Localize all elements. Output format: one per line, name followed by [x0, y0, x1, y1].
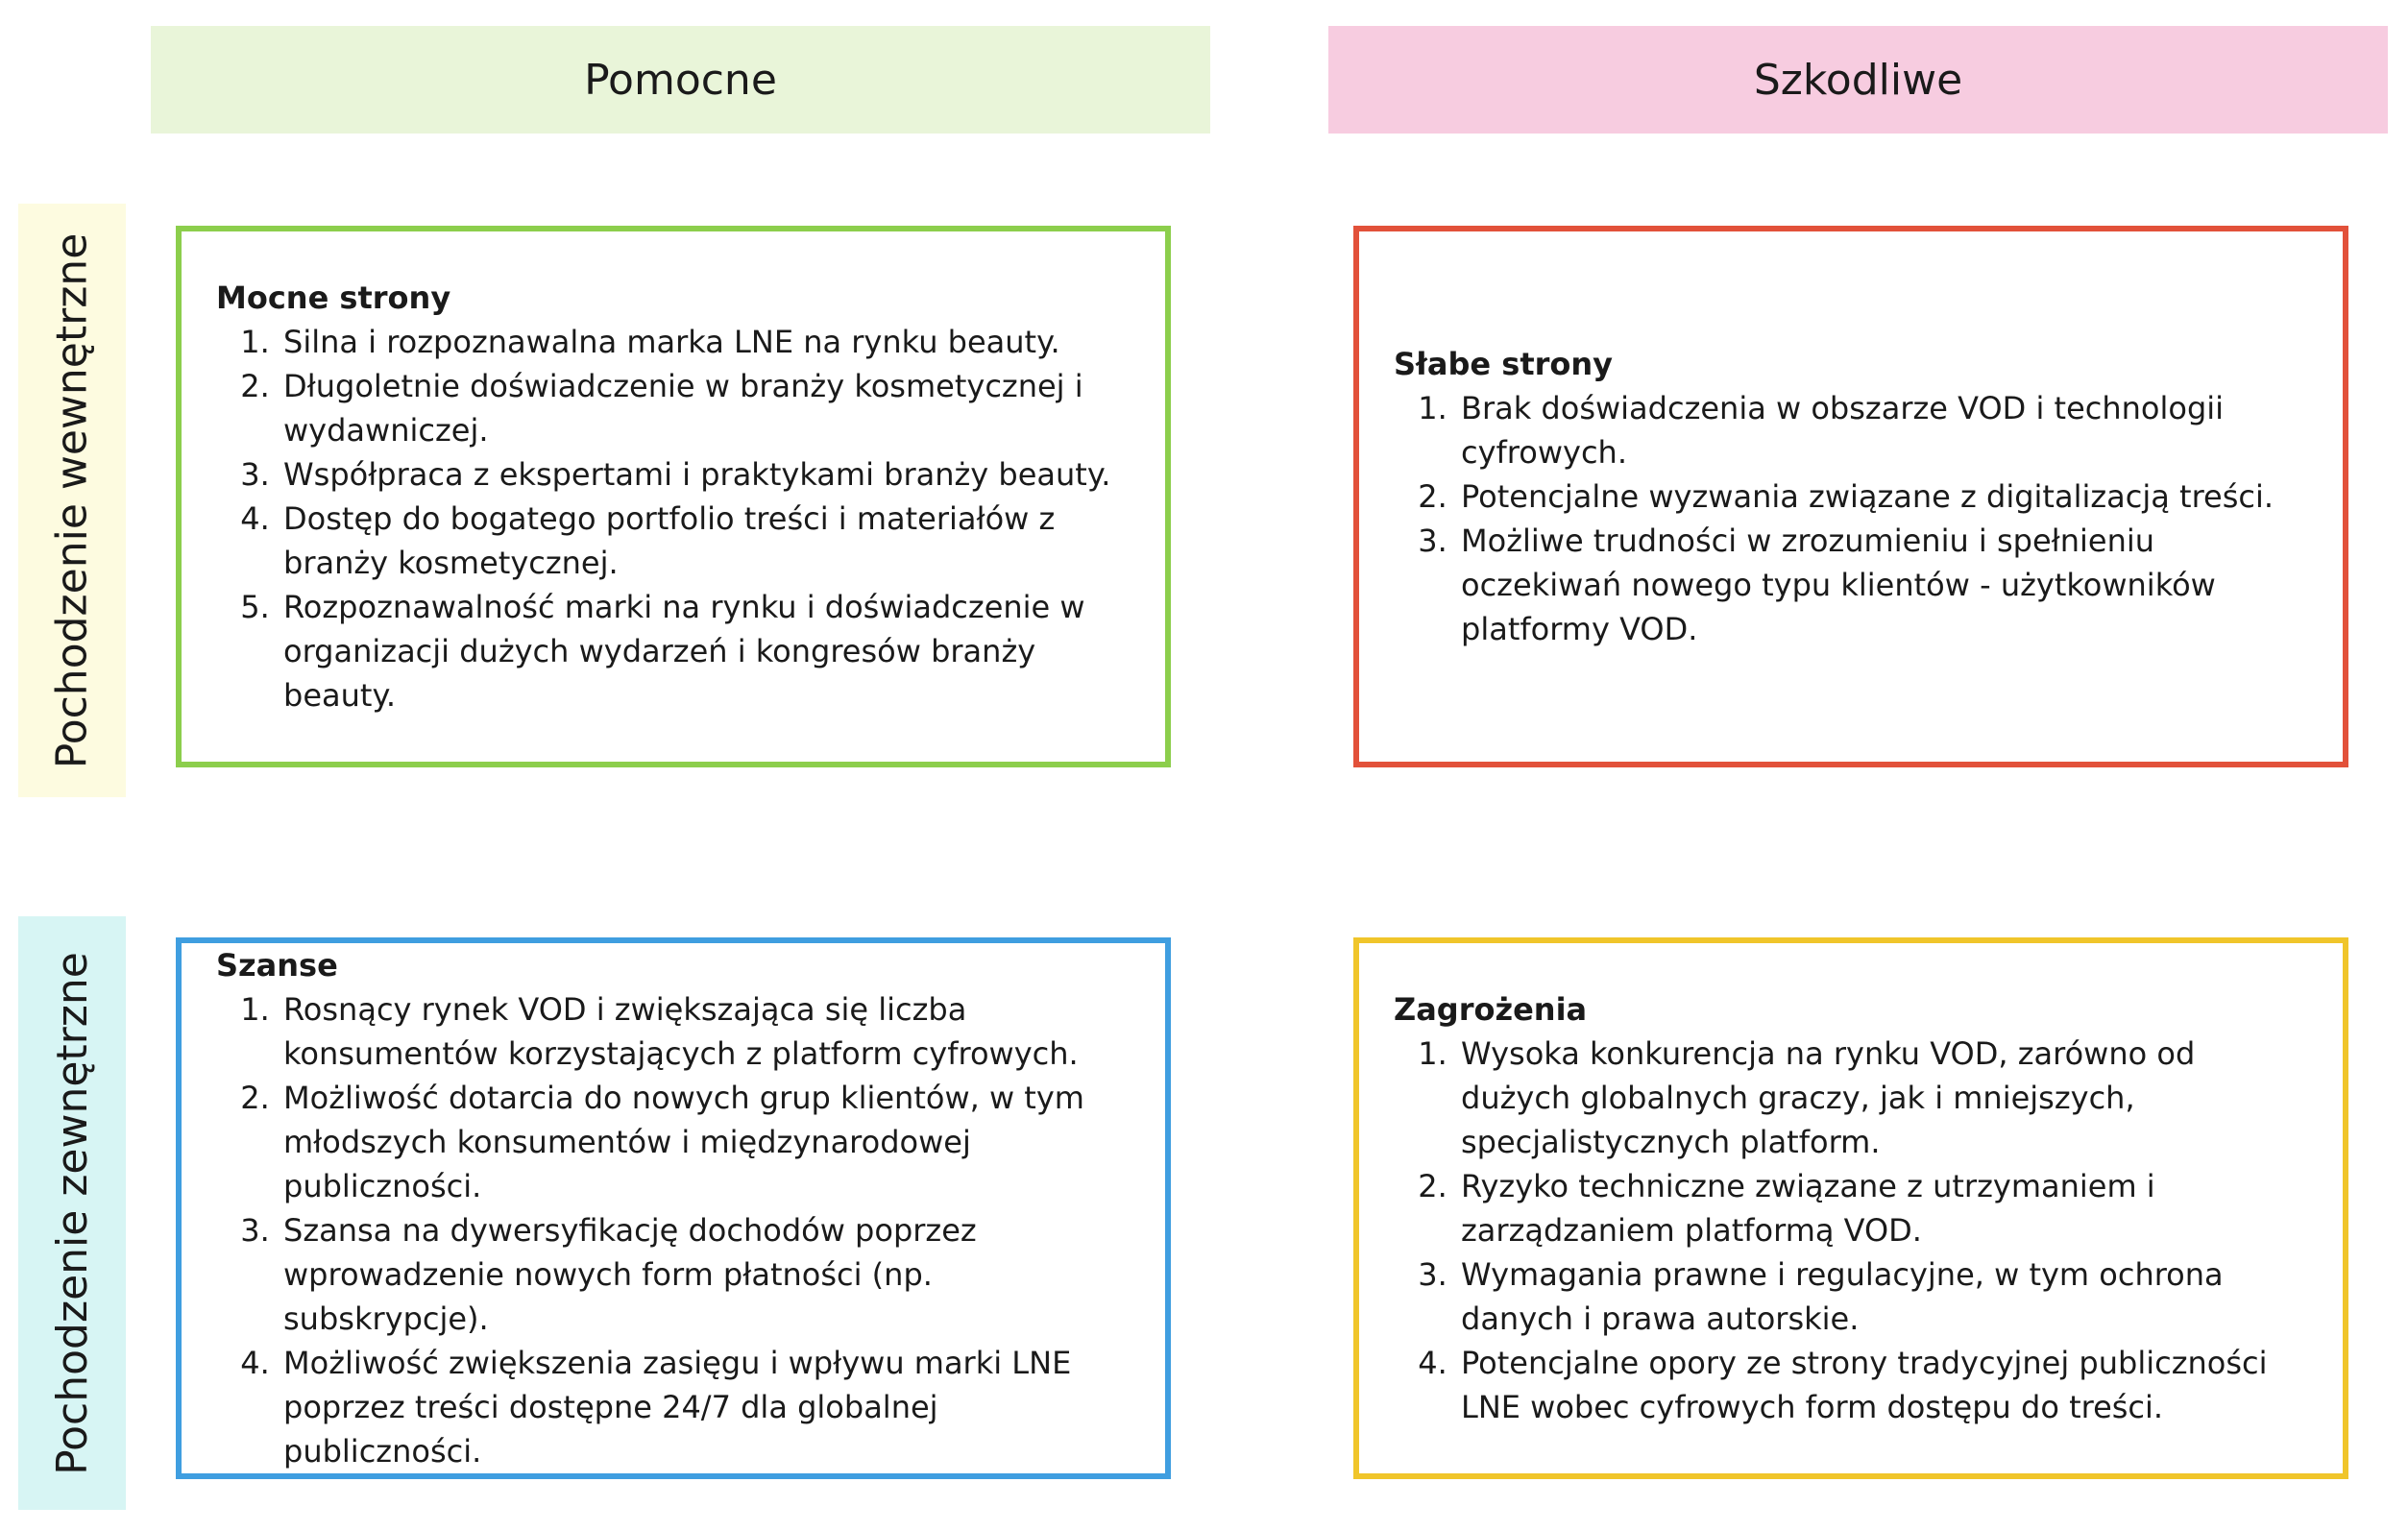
- opportunities-item: Możliwość zwiększenia zasięgu i wpływu m…: [280, 1341, 1136, 1473]
- column-header-harmful-label: Szkodliwe: [1753, 55, 1963, 105]
- weaknesses-list: Brak doświadczenia w obszarze VOD i tech…: [1394, 386, 2314, 651]
- column-header-harmful: Szkodliwe: [1328, 26, 2388, 134]
- opportunities-list: Rosnący rynek VOD i zwiększająca się lic…: [216, 987, 1136, 1473]
- threats-title: Zagrożenia: [1394, 991, 1588, 1028]
- column-header-helpful: Pomocne: [151, 26, 1210, 134]
- column-header-helpful-label: Pomocne: [584, 55, 777, 105]
- threats-item: Potencjalne opory ze strony tradycyjnej …: [1457, 1341, 2314, 1429]
- weaknesses-item: Możliwe trudności w zrozumieniu i spełni…: [1457, 519, 2314, 651]
- quadrant-threats: Zagrożenia Wysoka konkurencja na rynku V…: [1353, 937, 2348, 1479]
- quadrant-weaknesses: Słabe strony Brak doświadczenia w obszar…: [1353, 226, 2348, 767]
- strengths-item: Rozpoznawalność marki na rynku i doświad…: [280, 585, 1136, 717]
- threats-item: Wymagania prawne i regulacyjne, w tym oc…: [1457, 1252, 2314, 1341]
- weaknesses-item: Potencjalne wyzwania związane z digitali…: [1457, 474, 2314, 519]
- threats-item: Wysoka konkurencja na rynku VOD, zarówno…: [1457, 1032, 2314, 1164]
- strengths-title: Mocne strony: [216, 279, 451, 316]
- row-header-internal-label: Pochodzenie wewnętrzne: [47, 232, 97, 768]
- threats-list: Wysoka konkurencja na rynku VOD, zarówno…: [1394, 1032, 2314, 1429]
- opportunities-title: Szanse: [216, 947, 338, 984]
- strengths-item: Współpraca z ekspertami i praktykami bra…: [280, 452, 1136, 497]
- strengths-list: Silna i rozpoznawalna marka LNE na rynku…: [216, 320, 1136, 717]
- strengths-item: Silna i rozpoznawalna marka LNE na rynku…: [280, 320, 1136, 364]
- strengths-item: Długoletnie doświadczenie w branży kosme…: [280, 364, 1136, 452]
- row-header-external: Pochodzenie zewnętrzne: [18, 916, 126, 1510]
- row-header-external-label: Pochodzenie zewnętrzne: [47, 951, 97, 1475]
- opportunities-item: Rosnący rynek VOD i zwiększająca się lic…: [280, 987, 1136, 1076]
- weaknesses-item: Brak doświadczenia w obszarze VOD i tech…: [1457, 386, 2314, 474]
- row-header-internal: Pochodzenie wewnętrzne: [18, 204, 126, 797]
- opportunities-item: Szansa na dywersyfikację dochodów poprze…: [280, 1208, 1136, 1341]
- threats-item: Ryzyko techniczne związane z utrzymaniem…: [1457, 1164, 2314, 1252]
- strengths-item: Dostęp do bogatego portfolio treści i ma…: [280, 497, 1136, 585]
- quadrant-opportunities: Szanse Rosnący rynek VOD i zwiększająca …: [176, 937, 1171, 1479]
- quadrant-strengths: Mocne strony Silna i rozpoznawalna marka…: [176, 226, 1171, 767]
- opportunities-item: Możliwość dotarcia do nowych grup klient…: [280, 1076, 1136, 1208]
- weaknesses-title: Słabe strony: [1394, 346, 1614, 382]
